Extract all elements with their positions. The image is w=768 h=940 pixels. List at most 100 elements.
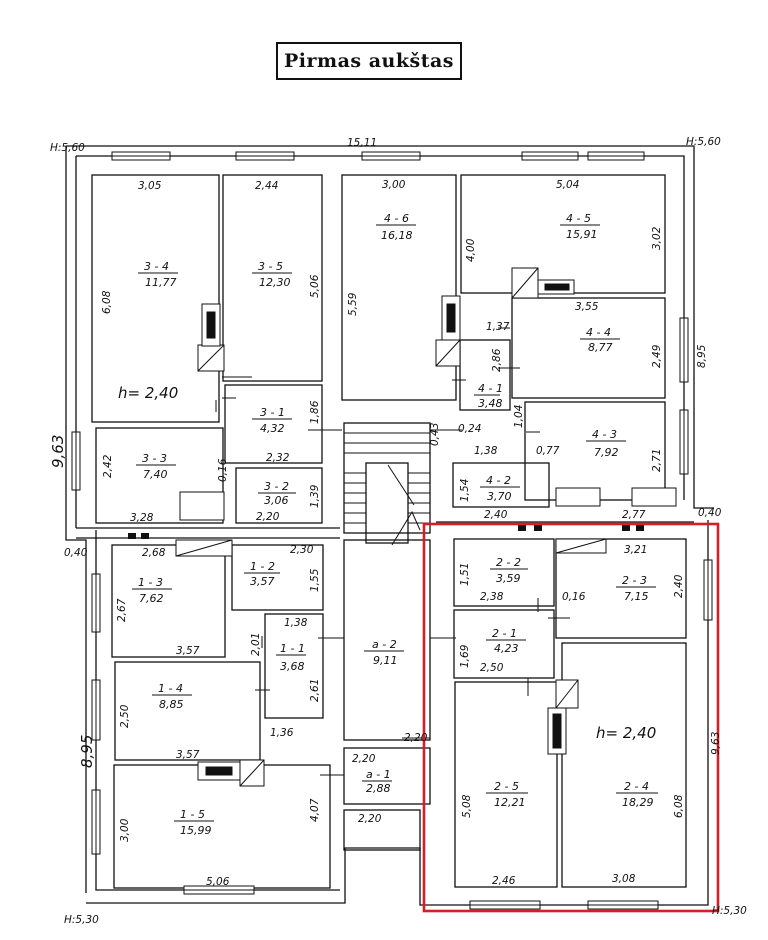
dim-0-16: 0,16 <box>217 458 229 482</box>
room-label-3-5: 3 - 512,30 <box>252 260 292 289</box>
svg-text:3 - 1: 3 - 1 <box>260 406 285 419</box>
dim-3-57-b: 3,57 <box>176 749 200 761</box>
room-4-2 <box>452 462 550 508</box>
room-4-1 <box>459 339 511 411</box>
dim-2-49: 2,49 <box>651 344 663 368</box>
room-label-2-3: 2 - 37,15 <box>616 574 656 603</box>
dim-4-07: 4,07 <box>309 798 321 822</box>
ceiling-right: h= 2,40 <box>596 724 656 742</box>
height-mark-tr: H:5,60 <box>686 136 721 148</box>
dim-6-08: 6,08 <box>101 290 113 314</box>
vents <box>128 525 644 539</box>
room-label-2-1: 2 - 14,23 <box>486 627 526 655</box>
dim-2-50: 2,50 <box>119 704 131 728</box>
svg-text:15,91: 15,91 <box>566 228 598 241</box>
room-label-1-2: 1 - 23,57 <box>244 560 280 588</box>
svg-text:11,77: 11,77 <box>145 276 177 289</box>
dim-0-24: 0,24 <box>458 423 481 435</box>
dim-2-20-d: 2,20 <box>358 813 382 825</box>
room-label-1-3: 1 - 3 7,62 <box>132 576 172 605</box>
height-mark-bl: H:5,30 <box>64 914 99 926</box>
room-label-1-5: 1 - 515,99 <box>174 808 214 837</box>
dim-1-04: 1,04 <box>513 405 525 428</box>
floor-title-box: Pirmas aukštas <box>276 42 462 80</box>
svg-text:12,30: 12,30 <box>259 276 291 289</box>
dim-3-21: 3,21 <box>624 544 647 556</box>
room-4-5 <box>460 174 666 294</box>
room-4-6 <box>341 174 457 401</box>
room-label-3-2: 3 - 23,06 <box>258 480 296 507</box>
svg-text:4 - 3: 4 - 3 <box>592 428 617 441</box>
room-2-5 <box>454 681 558 888</box>
dim-1-36: 1,36 <box>270 727 294 739</box>
svg-text:3,48: 3,48 <box>478 397 503 410</box>
room-3-5 <box>222 174 323 382</box>
outer-wall <box>95 530 340 891</box>
svg-text:3,68: 3,68 <box>280 660 305 673</box>
svg-text:18,29: 18,29 <box>622 796 654 809</box>
svg-text:8,77: 8,77 <box>588 341 613 354</box>
dim-2-61: 2,61 <box>309 679 321 702</box>
door-ticks <box>215 327 570 776</box>
dim-right: 8,95 <box>696 344 708 368</box>
dim-1-38-b: 1,38 <box>284 617 308 629</box>
room-label-2-4: 2 - 418,29 <box>616 780 658 809</box>
dim-1-39: 1,39 <box>309 484 321 508</box>
dim-0-77: 0,77 <box>536 445 560 457</box>
room-label-4-2: 4 - 23,70 <box>480 474 520 503</box>
svg-text:2 - 1: 2 - 1 <box>492 627 517 640</box>
svg-text:4 - 5: 4 - 5 <box>566 212 591 225</box>
svg-text:4 - 2: 4 - 2 <box>486 474 511 487</box>
dim-2-42: 2,42 <box>102 454 114 478</box>
dim-2-77: 2,77 <box>622 509 646 521</box>
highlight-rect <box>422 522 720 913</box>
dim-1-38: 1,38 <box>474 445 498 457</box>
room-1-2 <box>231 544 324 611</box>
room-2-2 <box>453 538 555 607</box>
stair <box>343 422 431 534</box>
dim-2-32: 2,32 <box>266 452 290 464</box>
room-label-2-5: 2 - 512,21 <box>486 780 528 809</box>
dim-0-43: 0,43 <box>429 423 441 446</box>
dim-4-00: 4,00 <box>465 238 477 262</box>
svg-text:7,62: 7,62 <box>139 592 164 605</box>
svg-text:2 - 3: 2 - 3 <box>622 574 647 587</box>
room-label-4-4: 4 - 48,77 <box>580 326 620 354</box>
svg-text:1 - 3: 1 - 3 <box>138 576 163 589</box>
dim-left: 9,63 <box>49 435 67 468</box>
vestibule <box>343 809 421 851</box>
dim-left-lower: 8,95 <box>78 735 96 768</box>
dim-0-40-a: 0,40 <box>698 507 722 519</box>
dim-2-68: 2,68 <box>142 547 166 559</box>
svg-text:2 - 2: 2 - 2 <box>496 556 521 569</box>
dim-right-lower: 9,63 <box>710 732 722 755</box>
ceiling-left: h= 2,40 <box>118 384 178 402</box>
room-3-1 <box>224 384 323 464</box>
dim-2-67: 2,67 <box>116 598 128 622</box>
dim-5-08: 5,08 <box>461 794 473 818</box>
dim-2-71: 2,71 <box>651 449 663 472</box>
room-label-1-4: 1 - 48,85 <box>152 682 192 711</box>
dim-3-02: 3,02 <box>651 226 663 250</box>
room-label-4-3: 4 - 37,92 <box>586 428 626 459</box>
dim-0-40-b: 0,40 <box>64 547 88 559</box>
dim-2-46: 2,46 <box>492 875 516 887</box>
svg-text:15,99: 15,99 <box>180 824 212 837</box>
dim-5-04: 5,04 <box>556 179 579 191</box>
svg-text:9,11: 9,11 <box>373 654 398 667</box>
svg-text:3 - 3: 3 - 3 <box>142 452 167 465</box>
dim-2-20-c: 2,20 <box>352 753 376 765</box>
svg-text:16,18: 16,18 <box>381 229 413 242</box>
dim-5-06-b: 5,06 <box>206 876 230 888</box>
svg-text:3,59: 3,59 <box>496 572 521 585</box>
dim-0-16-b: 0,16 <box>562 591 586 603</box>
svg-text:2,88: 2,88 <box>366 782 391 795</box>
room-2-1 <box>453 609 555 679</box>
room-1-1 <box>264 613 324 719</box>
svg-text:a - 1: a - 1 <box>366 768 391 781</box>
svg-text:2 - 5: 2 - 5 <box>494 780 519 793</box>
floor-title: Pirmas aukštas <box>283 50 454 72</box>
dimension-labels: 3,05 2,44 3,00 5,04 6,08 5,06 5,59 4,00 … <box>64 179 722 888</box>
room-label-a-1: a - 12,88 <box>362 768 392 795</box>
